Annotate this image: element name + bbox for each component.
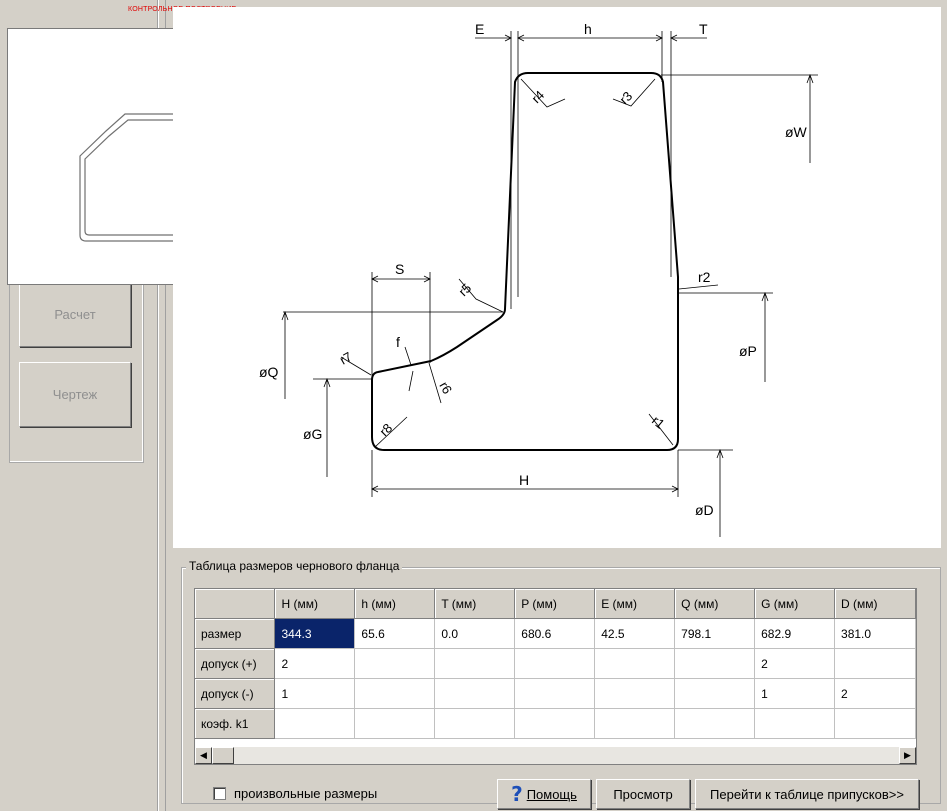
table-cell[interactable]: 2	[754, 648, 836, 679]
table-cell[interactable]	[514, 708, 596, 739]
column-header[interactable]: Q (мм)	[674, 589, 756, 619]
table-cell[interactable]	[674, 678, 756, 709]
label-d: øD	[695, 502, 714, 518]
table-cell[interactable]	[754, 708, 836, 739]
label-w: øW	[785, 124, 808, 140]
table-cell[interactable]: 1	[754, 678, 836, 709]
dimensions-table: H (мм) h (мм) T (мм) P (мм) E (мм) Q (мм…	[195, 589, 916, 739]
preview-button[interactable]: Просмотр	[596, 779, 690, 809]
table-cell[interactable]: 42.5	[594, 618, 676, 649]
table-cell[interactable]	[594, 678, 676, 709]
table-cell[interactable]	[674, 708, 756, 739]
table-cell[interactable]	[354, 648, 436, 679]
label-r2: r2	[698, 269, 711, 285]
table-row: размер 344.3 65.6 0.0 680.6 42.5 798.1 6…	[195, 618, 916, 649]
table-cell[interactable]	[834, 648, 916, 679]
column-header[interactable]: P (мм)	[514, 589, 596, 619]
flange-drawing: E h T øW r4 r3 r2 øP S r5 f øQ r7 r6	[173, 7, 941, 548]
table-cell[interactable]	[514, 678, 596, 709]
table-cell[interactable]: 2	[834, 678, 916, 709]
table-cell[interactable]: 798.1	[674, 618, 756, 649]
table-cell[interactable]: 344.3	[274, 618, 356, 649]
label-p: øP	[739, 343, 757, 359]
corner-cell	[195, 589, 276, 619]
table-cell[interactable]: 682.9	[754, 618, 836, 649]
label-r5: r5	[456, 280, 475, 299]
row-header[interactable]: допуск (-)	[195, 678, 276, 709]
scroll-right-icon[interactable]: ▶	[899, 747, 916, 764]
table-cell[interactable]: 65.6	[354, 618, 436, 649]
table-cell[interactable]	[594, 648, 676, 679]
flange-diagram: E h T øW r4 r3 r2 øP S r5 f øQ r7 r6	[259, 21, 818, 537]
header-row: H (мм) h (мм) T (мм) P (мм) E (мм) Q (мм…	[195, 589, 916, 619]
table-cell[interactable]	[354, 708, 436, 739]
dimensions-grid[interactable]: H (мм) h (мм) T (мм) P (мм) E (мм) Q (мм…	[194, 588, 917, 765]
column-header[interactable]: E (мм)	[594, 589, 676, 619]
table-cell[interactable]: 381.0	[834, 618, 916, 649]
label-e: E	[475, 21, 484, 37]
table-row: допуск (+) 2 2	[195, 648, 916, 679]
label-r6: r6	[436, 379, 455, 397]
arbitrary-sizes-checkbox[interactable]	[213, 787, 226, 800]
table-cell[interactable]	[514, 648, 596, 679]
help-label: Помощь	[526, 786, 577, 802]
table-cell[interactable]	[674, 648, 756, 679]
table-cell[interactable]	[434, 678, 516, 709]
arbitrary-sizes-label[interactable]: произвольные размеры	[234, 786, 378, 801]
table-row: коэф. k1	[195, 708, 916, 739]
column-header[interactable]: G (мм)	[754, 589, 836, 619]
table-row: допуск (-) 1 1 2	[195, 678, 916, 709]
table-cell[interactable]: 1	[274, 678, 356, 709]
question-icon: ?	[511, 782, 523, 806]
label-r1: r1	[649, 413, 667, 432]
table-cell[interactable]	[434, 708, 516, 739]
table-cell[interactable]	[354, 678, 436, 709]
drawing-button[interactable]: Чертеж	[19, 362, 131, 427]
label-h-small: h	[584, 21, 592, 37]
label-q: øQ	[259, 364, 279, 380]
table-cell[interactable]	[594, 708, 676, 739]
column-header[interactable]: D (мм)	[834, 589, 916, 619]
goto-allowances-button[interactable]: Перейти к таблице припусков>>	[695, 779, 919, 809]
table-cell[interactable]: 2	[274, 648, 356, 679]
label-f: f	[396, 334, 400, 350]
label-g: øG	[303, 426, 322, 442]
label-t: T	[699, 21, 708, 37]
table-cell[interactable]	[434, 648, 516, 679]
left-panel-divider	[157, 0, 158, 811]
calc-button[interactable]: Расчет	[19, 282, 131, 347]
table-cell[interactable]	[274, 708, 356, 739]
column-header[interactable]: h (мм)	[354, 589, 436, 619]
help-button[interactable]: ? Помощь	[497, 779, 591, 809]
table-cell[interactable]	[834, 708, 916, 739]
scroll-left-icon[interactable]: ◀	[195, 747, 212, 764]
label-r8: r8	[377, 420, 396, 439]
column-header[interactable]: T (мм)	[434, 589, 516, 619]
label-r7: r7	[337, 349, 355, 368]
label-h-big: H	[519, 472, 529, 488]
left-panel-divider-highlight	[158, 0, 159, 811]
row-header[interactable]: размер	[195, 618, 276, 649]
table-cell[interactable]: 0.0	[434, 618, 516, 649]
left-button-group	[9, 282, 144, 463]
row-header[interactable]: коэф. k1	[195, 708, 276, 739]
row-header[interactable]: допуск (+)	[195, 648, 276, 679]
column-header[interactable]: H (мм)	[274, 589, 356, 619]
table-cell[interactable]: 680.6	[514, 618, 596, 649]
label-s: S	[395, 261, 404, 277]
content-divider	[165, 0, 166, 811]
scroll-thumb[interactable]	[212, 747, 234, 764]
dimensions-group-title: Таблица размеров чернового фланца	[186, 559, 403, 573]
horizontal-scrollbar[interactable]: ◀ ▶	[195, 747, 916, 764]
